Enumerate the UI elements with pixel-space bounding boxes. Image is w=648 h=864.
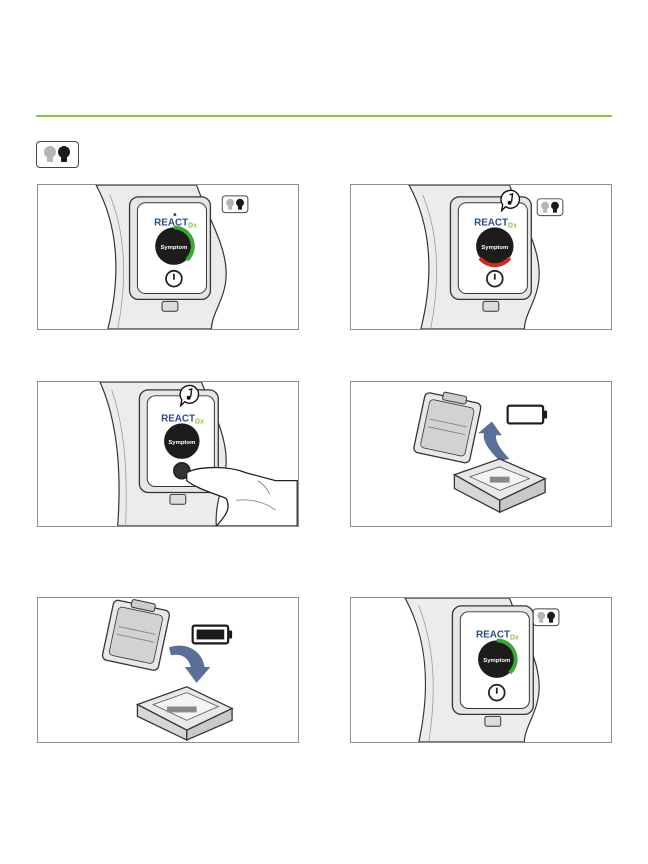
two-lightbulbs-icon <box>533 609 559 626</box>
remove-from-charger-illustration <box>351 382 611 526</box>
step-panel-2: REACTDx Symptom <box>350 184 612 330</box>
device-green-status-illustration: REACTDx Symptom <box>38 185 298 329</box>
svg-text:Symptom: Symptom <box>168 440 195 446</box>
step-panel-1: REACTDx Symptom <box>37 184 299 330</box>
step-panel-6: REACTDx Symptom <box>350 597 612 743</box>
two-lightbulbs-icon <box>537 199 563 216</box>
step-panel-4 <box>350 381 612 527</box>
device-green-status-illustration: REACTDx Symptom <box>351 598 611 742</box>
curved-arrow-icon <box>169 646 210 683</box>
section-divider <box>36 115 612 117</box>
two-lightbulbs-icon <box>222 196 248 213</box>
svg-text:Symptom: Symptom <box>481 245 508 251</box>
battery-full-icon <box>193 626 232 644</box>
device-red-status-illustration: REACTDx Symptom <box>351 185 611 329</box>
curved-arrow-icon <box>478 421 510 460</box>
svg-text:Symptom: Symptom <box>483 658 510 664</box>
place-on-charger-illustration <box>38 598 298 742</box>
step-panel-3: REACTDx Symptom <box>37 381 299 527</box>
step-panel-5 <box>37 597 299 743</box>
device-press-button-illustration: REACTDx Symptom <box>38 382 298 526</box>
two-lightbulbs-icon <box>36 141 79 168</box>
svg-text:Symptom: Symptom <box>160 245 187 251</box>
battery-empty-icon <box>508 406 547 424</box>
